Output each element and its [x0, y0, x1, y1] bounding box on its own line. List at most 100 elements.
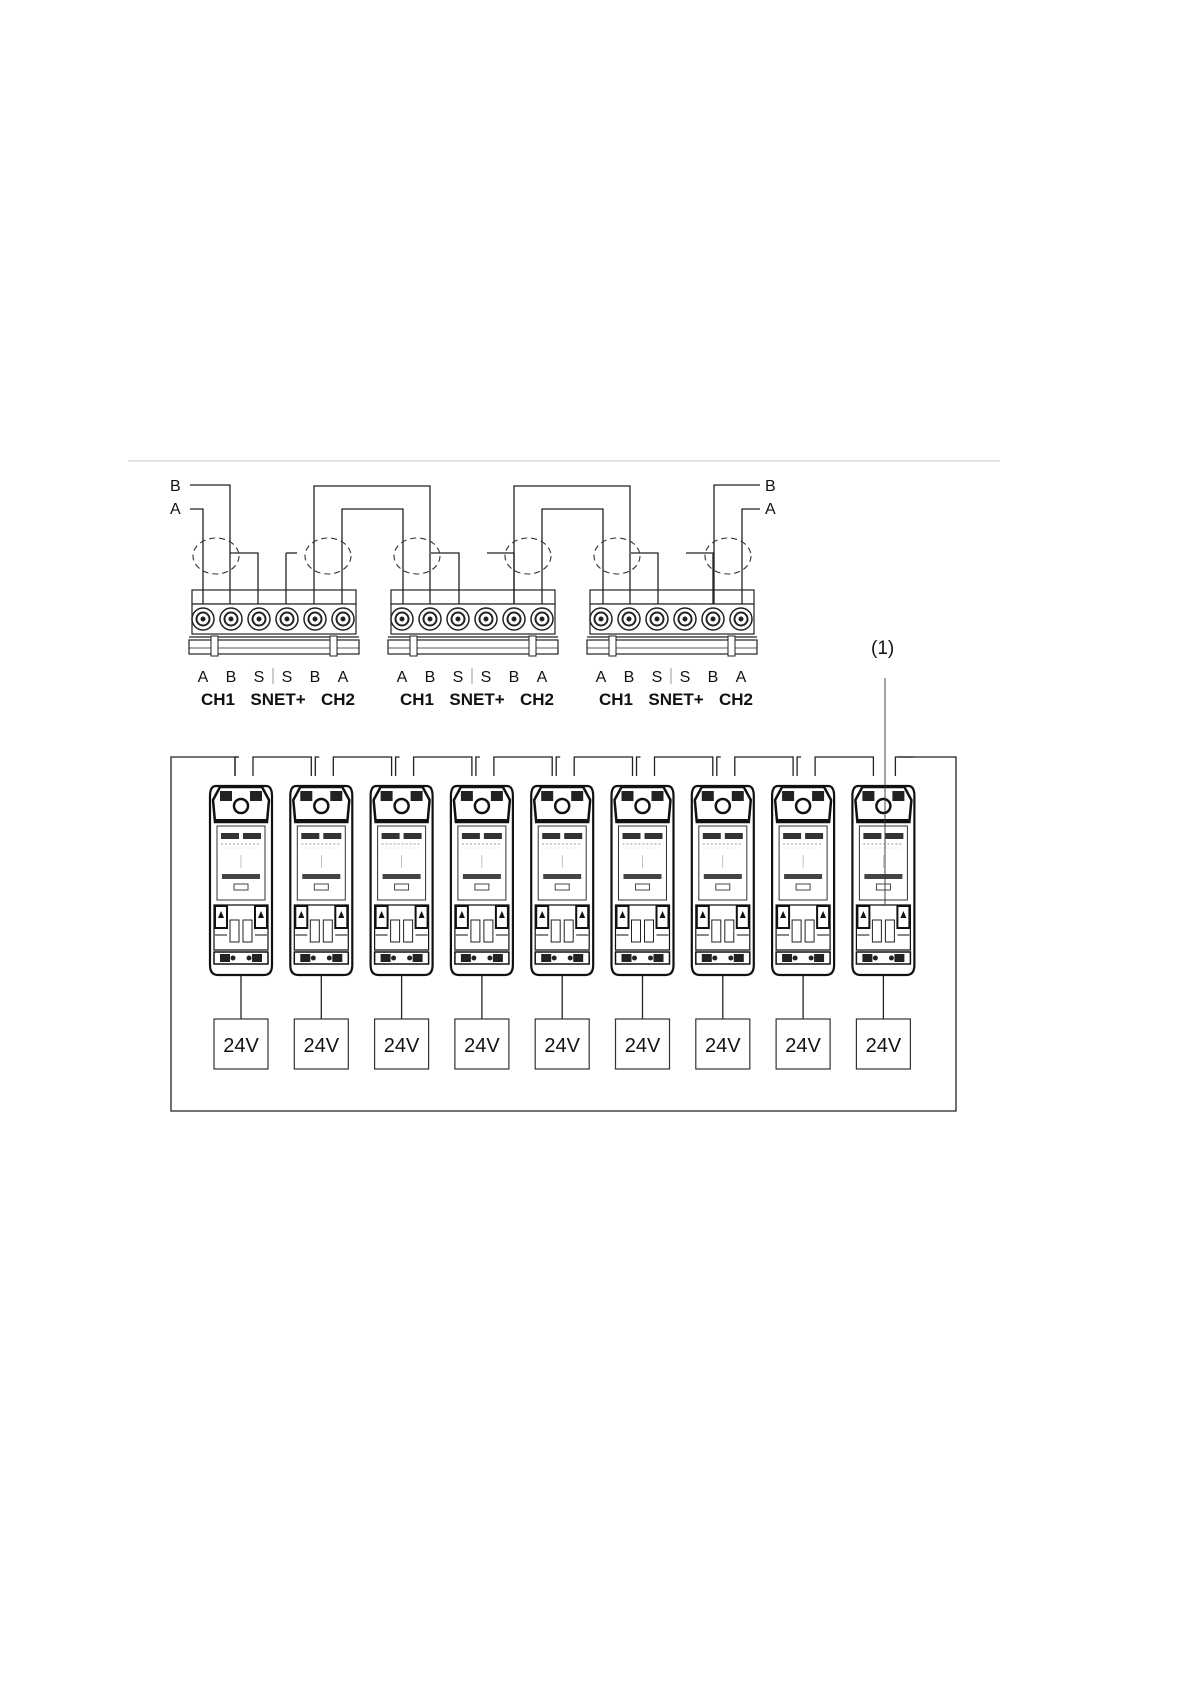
bottom-screw	[809, 956, 814, 961]
bus-wire	[655, 757, 713, 776]
bus-wire	[476, 757, 480, 776]
terminal-slot	[885, 920, 894, 942]
cable-shield-ellipse	[505, 538, 551, 574]
bottom-clip	[332, 954, 342, 962]
terminal-slot	[230, 920, 239, 942]
left-b-label: B	[170, 478, 181, 495]
bottom-screw	[712, 956, 717, 961]
bus-wire	[253, 757, 311, 776]
head-clip	[300, 791, 312, 801]
bus-wire	[494, 757, 552, 776]
bus-wire	[574, 757, 632, 776]
ch1-label: CH1	[400, 690, 434, 709]
terminal-clip	[330, 636, 337, 656]
terminal-slot	[310, 920, 319, 942]
terminal-pin-label: B	[708, 669, 719, 686]
board-connector	[564, 833, 582, 839]
bottom-screw	[552, 956, 557, 961]
mounting-hole	[234, 799, 248, 813]
head-clip	[461, 791, 473, 801]
terminal-slot	[391, 920, 400, 942]
terminal-slot	[805, 920, 814, 942]
terminal-screw-slot	[257, 617, 262, 622]
board-connector	[645, 833, 663, 839]
terminal-pin-label: A	[397, 669, 408, 686]
board-connector	[885, 833, 903, 839]
terminal-screw-slot	[201, 617, 206, 622]
bottom-clip	[220, 954, 230, 962]
board-chip	[876, 884, 890, 890]
power-supply-label: 24V	[785, 1035, 821, 1057]
ch2-label: CH2	[321, 690, 355, 709]
power-supply-label: 24V	[705, 1035, 741, 1057]
board-connector	[863, 833, 881, 839]
terminal-pin-label: S	[652, 669, 663, 686]
terminal-pin-label: B	[624, 669, 635, 686]
head-clip	[862, 791, 874, 801]
callout-label: (1)	[871, 638, 894, 659]
board-header-strip	[302, 874, 340, 879]
terminal-pin-label: S	[254, 669, 265, 686]
head-clip	[571, 791, 583, 801]
bottom-clip	[252, 954, 262, 962]
snet-label: SNET+	[648, 690, 703, 709]
bus-wire	[735, 757, 793, 776]
terminal-clip	[728, 636, 735, 656]
terminal-screw-slot	[512, 617, 517, 622]
terminal-slot	[564, 920, 573, 942]
bottom-clip	[381, 954, 391, 962]
board-chip	[234, 884, 248, 890]
terminal-pin-label: S	[680, 669, 691, 686]
bottom-clip	[862, 954, 872, 962]
terminal-clip	[529, 636, 536, 656]
terminal-block-top	[590, 590, 754, 604]
power-supply-label: 24V	[304, 1035, 340, 1057]
power-supply-label: 24V	[544, 1035, 580, 1057]
head-clip	[250, 791, 262, 801]
terminal-slot	[712, 920, 721, 942]
terminal-slot	[243, 920, 252, 942]
terminal-block: ABSSBACH1SNET+CH2	[587, 590, 757, 709]
head-clip	[812, 791, 824, 801]
bottom-screw	[873, 956, 878, 961]
terminal-pin-label: A	[736, 669, 747, 686]
board-chip	[636, 884, 650, 890]
snet-label: SNET+	[250, 690, 305, 709]
board-chip	[314, 884, 328, 890]
bus-wire	[414, 757, 472, 776]
bus-wire	[637, 757, 641, 776]
board-connector	[484, 833, 502, 839]
terminal-slot	[484, 920, 493, 942]
board-connector	[462, 833, 480, 839]
bottom-screw	[391, 956, 396, 961]
cable-shield-ellipse	[705, 538, 751, 574]
terminal-screw-slot	[484, 617, 489, 622]
terminal-clip	[211, 636, 218, 656]
head-clip	[381, 791, 393, 801]
right-b-label: B	[765, 478, 776, 495]
terminal-blocks: ABSSBACH1SNET+CH2ABSSBACH1SNET+CH2ABSSBA…	[189, 590, 757, 709]
bottom-clip	[541, 954, 551, 962]
head-clip	[541, 791, 553, 801]
bottom-screw	[648, 956, 653, 961]
terminal-block-top	[391, 590, 555, 604]
power-supply-label: 24V	[464, 1035, 500, 1057]
terminal-slot	[725, 920, 734, 942]
board-connector	[301, 833, 319, 839]
snet-label: SNET+	[449, 690, 504, 709]
board-chip	[475, 884, 489, 890]
board-header-strip	[704, 874, 742, 879]
terminal-pin-label: A	[198, 669, 209, 686]
mounting-hole	[395, 799, 409, 813]
board-chip	[796, 884, 810, 890]
terminal-pin-label: S	[481, 669, 492, 686]
terminal-block-top	[192, 590, 356, 604]
bus-wire	[556, 757, 560, 776]
board-connector	[725, 833, 743, 839]
terminal-pin-label: A	[537, 669, 548, 686]
bottom-screw	[728, 956, 733, 961]
board-chip	[395, 884, 409, 890]
bottom-screw	[311, 956, 316, 961]
terminal-slot	[632, 920, 641, 942]
cable-shield-ellipse	[193, 538, 239, 574]
